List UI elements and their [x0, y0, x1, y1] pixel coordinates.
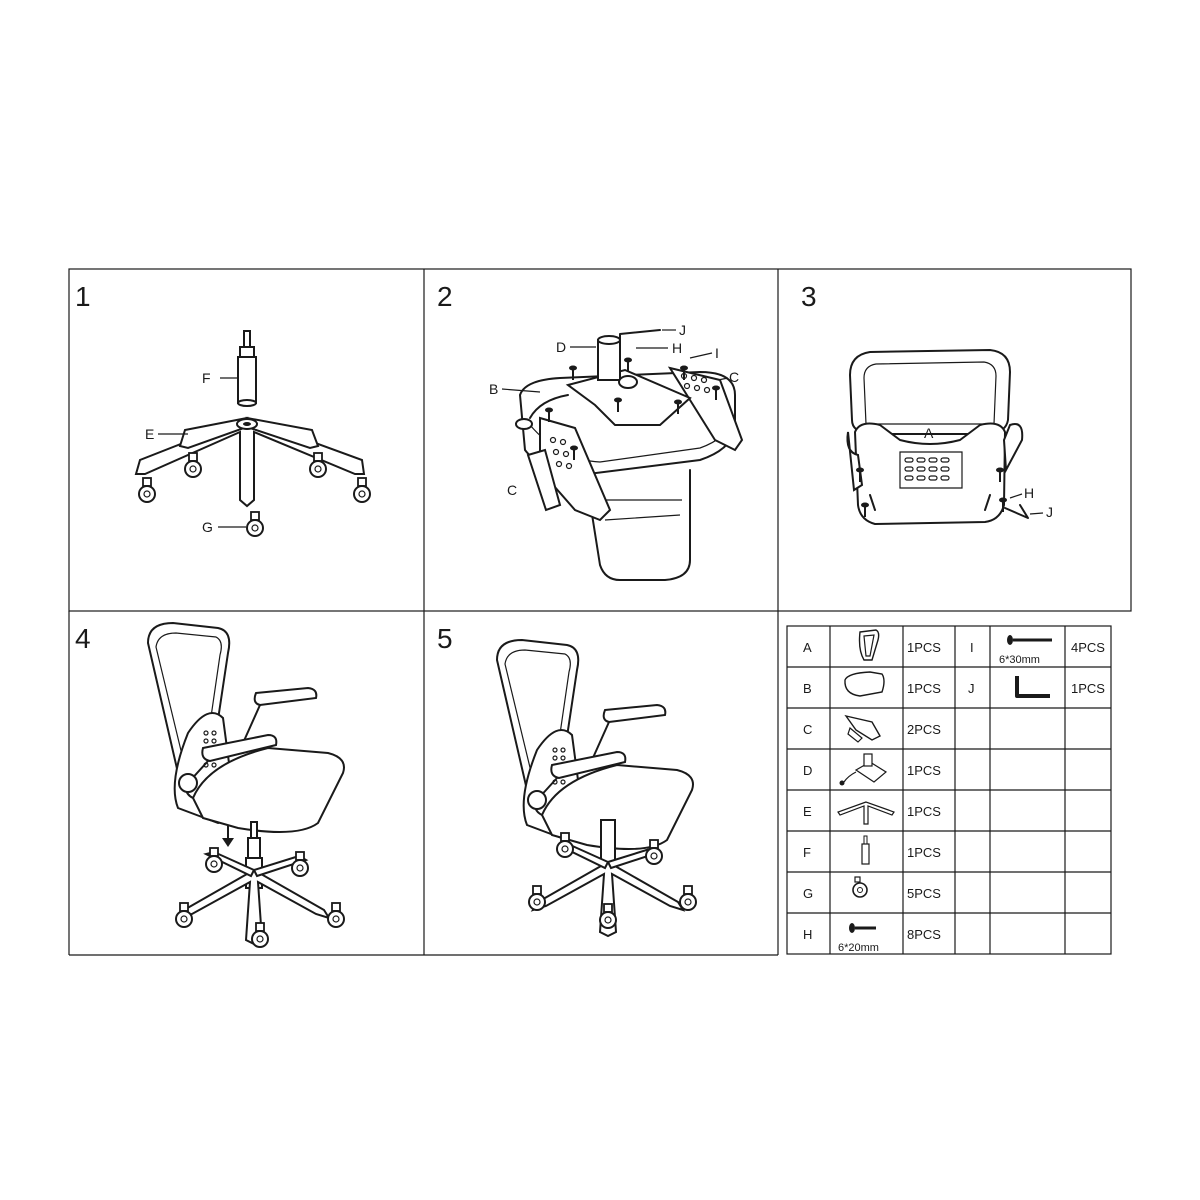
- part-qty: 8PCS: [907, 927, 941, 942]
- part-letter: G: [803, 886, 813, 901]
- label-C-left: C: [507, 482, 517, 498]
- short-screw-icon: [849, 923, 876, 933]
- caster-icon: [852, 876, 868, 898]
- long-screw-icon: [1007, 635, 1052, 645]
- mechanism-icon: [839, 753, 888, 786]
- part-qty: 1PCS: [907, 845, 941, 860]
- label-I: I: [715, 345, 719, 361]
- label-G: G: [202, 519, 213, 535]
- step-number: 1: [75, 281, 91, 312]
- chair-upper-assembly: [147, 622, 345, 833]
- table-row: F 1PCS: [803, 835, 941, 865]
- part-qty: 1PCS: [1071, 681, 1105, 696]
- table-row: C 2PCS: [803, 714, 941, 743]
- grid-frame: [68, 268, 1132, 956]
- star-base-icon: [837, 801, 895, 825]
- part-qty: 1PCS: [907, 763, 941, 778]
- label-J: J: [1046, 504, 1053, 520]
- step-number: 2: [437, 281, 453, 312]
- table-row: E 1PCS: [803, 801, 941, 825]
- step-number: 4: [75, 623, 91, 654]
- step-1-panel: 1 F E G: [75, 281, 371, 537]
- mechanism: [515, 335, 692, 430]
- part-letter: J: [968, 681, 975, 696]
- label-C-right: C: [729, 369, 739, 385]
- part-letter: A: [803, 640, 812, 655]
- parts-table: A 1PCS I 6*30mm 4PCS B 1PCS J: [786, 625, 1112, 955]
- allen-key-icon: [1015, 676, 1050, 698]
- backrest-rear: [846, 348, 1024, 526]
- part-letter: I: [970, 640, 974, 655]
- base-with-gas-lift: [175, 821, 345, 948]
- table-row: A 1PCS I 6*30mm 4PCS: [803, 629, 1105, 666]
- gas-lift: [237, 330, 257, 407]
- screw-size: 6*30mm: [999, 654, 1040, 666]
- step-number: 5: [437, 623, 453, 654]
- star-base: [134, 416, 366, 508]
- part-qty: 2PCS: [907, 722, 941, 737]
- part-qty: 1PCS: [907, 681, 941, 696]
- label-A: A: [924, 425, 934, 441]
- table-row: G 5PCS: [803, 876, 941, 901]
- assembled-chair: [496, 639, 697, 937]
- part-letter: D: [803, 763, 812, 778]
- screw-size: 6*20mm: [838, 942, 879, 954]
- step-number: 3: [801, 281, 817, 312]
- table-row: H 6*20mm 8PCS: [803, 923, 941, 954]
- part-letter: F: [803, 845, 811, 860]
- table-row: D 1PCS: [803, 753, 941, 786]
- label-D: D: [556, 339, 566, 355]
- down-arrow-icon: [222, 825, 234, 847]
- part-qty: 1PCS: [907, 804, 941, 819]
- part-letter: C: [803, 722, 812, 737]
- label-F: F: [202, 370, 211, 386]
- label-J: J: [679, 322, 686, 338]
- part-letter: B: [803, 681, 812, 696]
- gas-lift-icon: [861, 835, 870, 865]
- part-qty: 4PCS: [1071, 640, 1105, 655]
- part-qty: 1PCS: [907, 640, 941, 655]
- step-2-panel: 2: [437, 281, 744, 581]
- label-H: H: [672, 340, 682, 356]
- backrest-icon: [858, 629, 880, 661]
- armrest-icon: [844, 714, 881, 743]
- label-H: H: [1024, 485, 1034, 501]
- seat-cushion-icon: [844, 671, 885, 697]
- part-qty: 5PCS: [907, 886, 941, 901]
- part-letter: H: [803, 927, 812, 942]
- label-E: E: [145, 426, 154, 442]
- step-4-panel: 4: [75, 622, 345, 948]
- table-row: B 1PCS J 1PCS: [803, 671, 1105, 698]
- label-B: B: [489, 381, 498, 397]
- step-5-panel: 5: [437, 623, 697, 937]
- armrest-left: [526, 416, 612, 522]
- part-letter: E: [803, 804, 812, 819]
- step-3-panel: 3 A H J: [801, 281, 1053, 526]
